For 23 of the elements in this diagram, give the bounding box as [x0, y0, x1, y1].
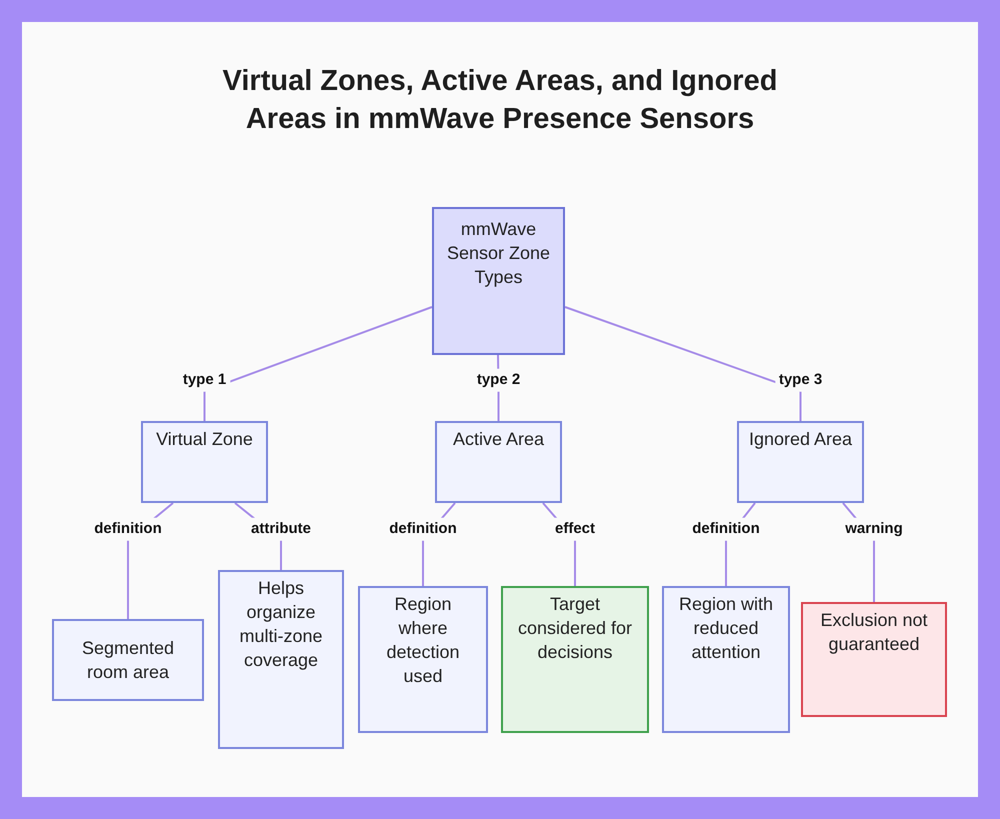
node-text: Region with reduced attention	[678, 593, 774, 664]
concept-box	[52, 619, 204, 701]
concept-box	[435, 421, 562, 503]
node-text: Exclusion not guaranteed	[819, 609, 929, 656]
concept-box	[358, 586, 488, 733]
node-text: Region where detection used	[385, 593, 461, 688]
node-text: Virtual Zone	[156, 428, 253, 451]
concept-box	[662, 586, 790, 733]
connector-line	[564, 306, 802, 421]
concept-box	[737, 421, 864, 503]
diagram-title: Virtual Zones, Active Areas, and Ignored Areas in mmWave Presence Sensors	[222, 64, 778, 137]
root-box	[432, 207, 565, 355]
concept-box	[218, 570, 344, 749]
node-text: Active Area	[452, 428, 544, 451]
concept-box	[141, 421, 268, 503]
node-text: Ignored Area	[748, 428, 852, 451]
connector-line	[204, 306, 432, 421]
node-text: Segmented room area	[80, 637, 176, 684]
node-text: Helps organize multi-zone coverage	[238, 577, 324, 672]
node-text: Target considered for decisions	[516, 593, 634, 664]
concept-box	[801, 602, 947, 717]
concept-box	[501, 586, 649, 733]
node-text: mmWave Sensor Zone Types	[446, 218, 552, 289]
